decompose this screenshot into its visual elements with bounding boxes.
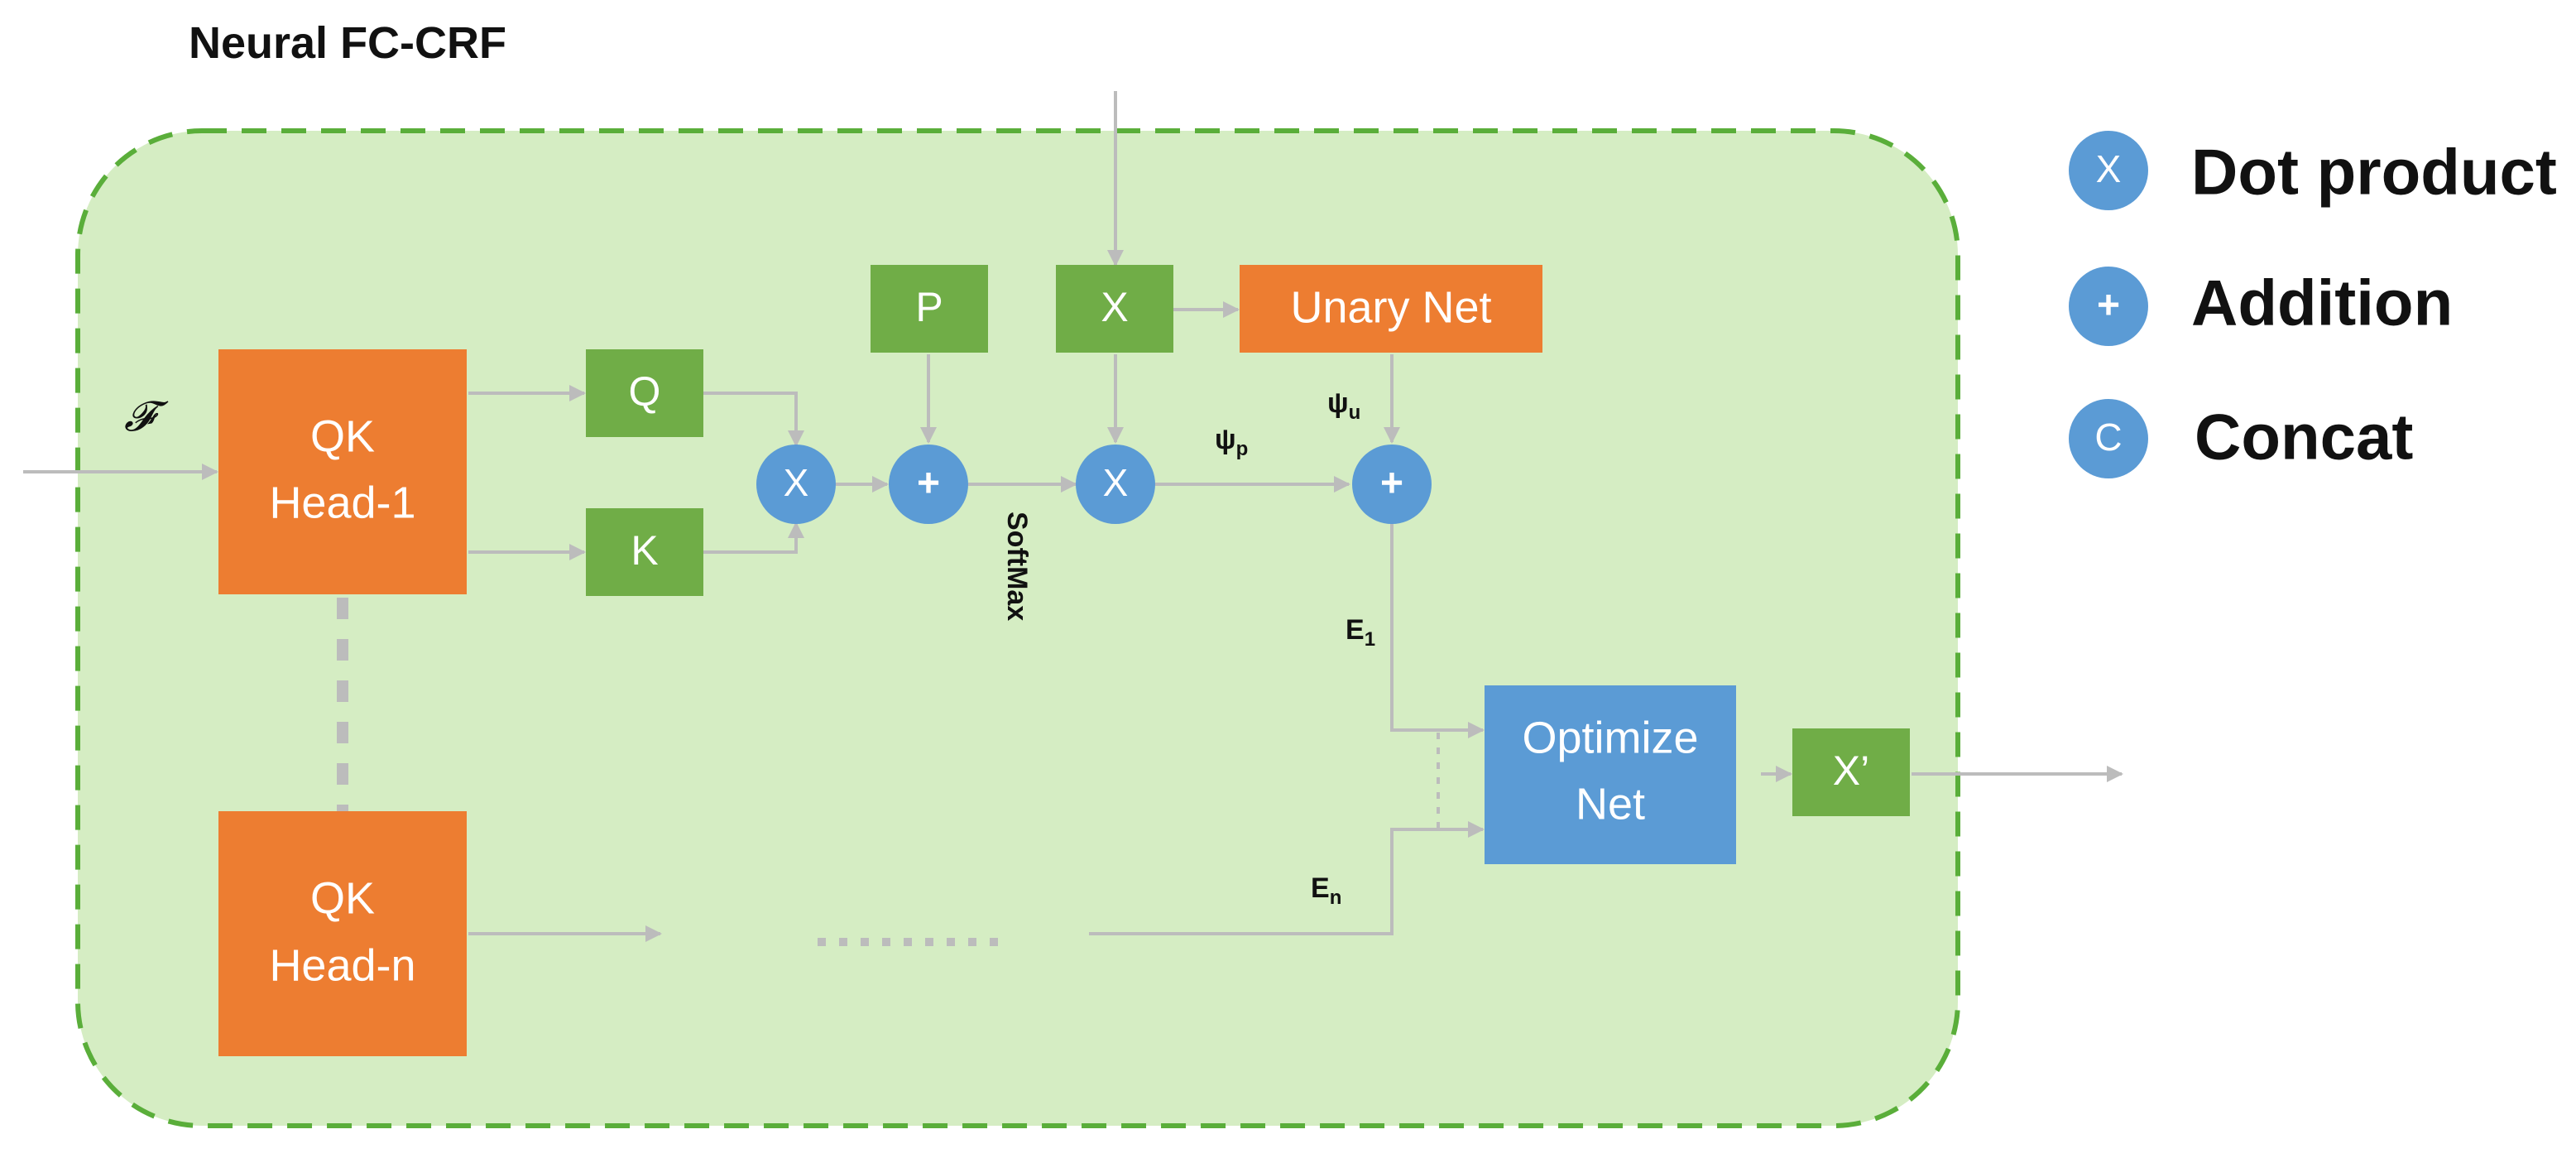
qk-head-n-line1: QK bbox=[310, 873, 375, 923]
psi-u-label: ψu bbox=[1327, 387, 1360, 424]
crf-container bbox=[75, 128, 1960, 1128]
p-label: P bbox=[915, 284, 943, 330]
dot-product-op-1: X bbox=[756, 445, 836, 524]
legend-item-dot-product: X Dot product bbox=[2069, 131, 2557, 210]
legend-dot-product-symbol: X bbox=[2096, 147, 2122, 190]
legend-concat-symbol: C bbox=[2094, 416, 2122, 459]
qk-head-n-line2: Head-n bbox=[269, 940, 415, 990]
unary-net-label: Unary Net bbox=[1290, 282, 1491, 332]
optimize-net-line1: Optimize bbox=[1522, 713, 1698, 762]
x-input-block: X bbox=[1056, 265, 1173, 353]
addition-op-1-symbol: + bbox=[917, 462, 940, 506]
qk-head-1-line1: QK bbox=[310, 411, 375, 461]
legend-concat-label: Concat bbox=[2195, 401, 2413, 473]
optimize-net-block: Optimize Net bbox=[1485, 685, 1736, 864]
q-block: Q bbox=[586, 349, 703, 437]
addition-op-2: + bbox=[1352, 445, 1432, 524]
addition-op-1: + bbox=[889, 445, 968, 524]
legend: X Dot product + Addition C Concat bbox=[2069, 131, 2557, 478]
en-label: En bbox=[1311, 872, 1341, 909]
legend-item-addition: + Addition bbox=[2069, 267, 2453, 346]
e1-label: E1 bbox=[1346, 614, 1375, 651]
legend-item-concat: C Concat bbox=[2069, 399, 2413, 478]
dot-product-op-2: X bbox=[1076, 445, 1155, 524]
output-label: X’ bbox=[1833, 747, 1869, 794]
legend-dot-product-label: Dot product bbox=[2191, 136, 2557, 209]
optimize-net-line2: Net bbox=[1576, 779, 1645, 829]
q-label: Q bbox=[629, 368, 661, 415]
addition-op-2-symbol: + bbox=[1380, 462, 1403, 506]
legend-addition-label: Addition bbox=[2191, 267, 2453, 339]
k-block: K bbox=[586, 508, 703, 596]
unary-net-block: Unary Net bbox=[1240, 265, 1542, 353]
dot-product-op-1-symbol: X bbox=[784, 461, 809, 504]
qk-head-1: QK Head-1 bbox=[218, 349, 467, 594]
output-block: X’ bbox=[1792, 728, 1910, 816]
dot-product-op-2-symbol: X bbox=[1103, 461, 1129, 504]
connections bbox=[23, 91, 2123, 946]
p-block: P bbox=[871, 265, 988, 353]
k-label: K bbox=[631, 527, 658, 574]
qk-head-n: QK Head-n bbox=[218, 811, 467, 1056]
diagram-title: Neural FC-CRF bbox=[189, 18, 506, 68]
psi-p-label: ψp bbox=[1215, 424, 1248, 460]
softmax-label: SoftMax bbox=[1001, 512, 1033, 621]
legend-addition-symbol: + bbox=[2097, 284, 2120, 328]
x-input-label: X bbox=[1101, 284, 1128, 330]
qk-head-1-line2: Head-1 bbox=[269, 478, 415, 527]
